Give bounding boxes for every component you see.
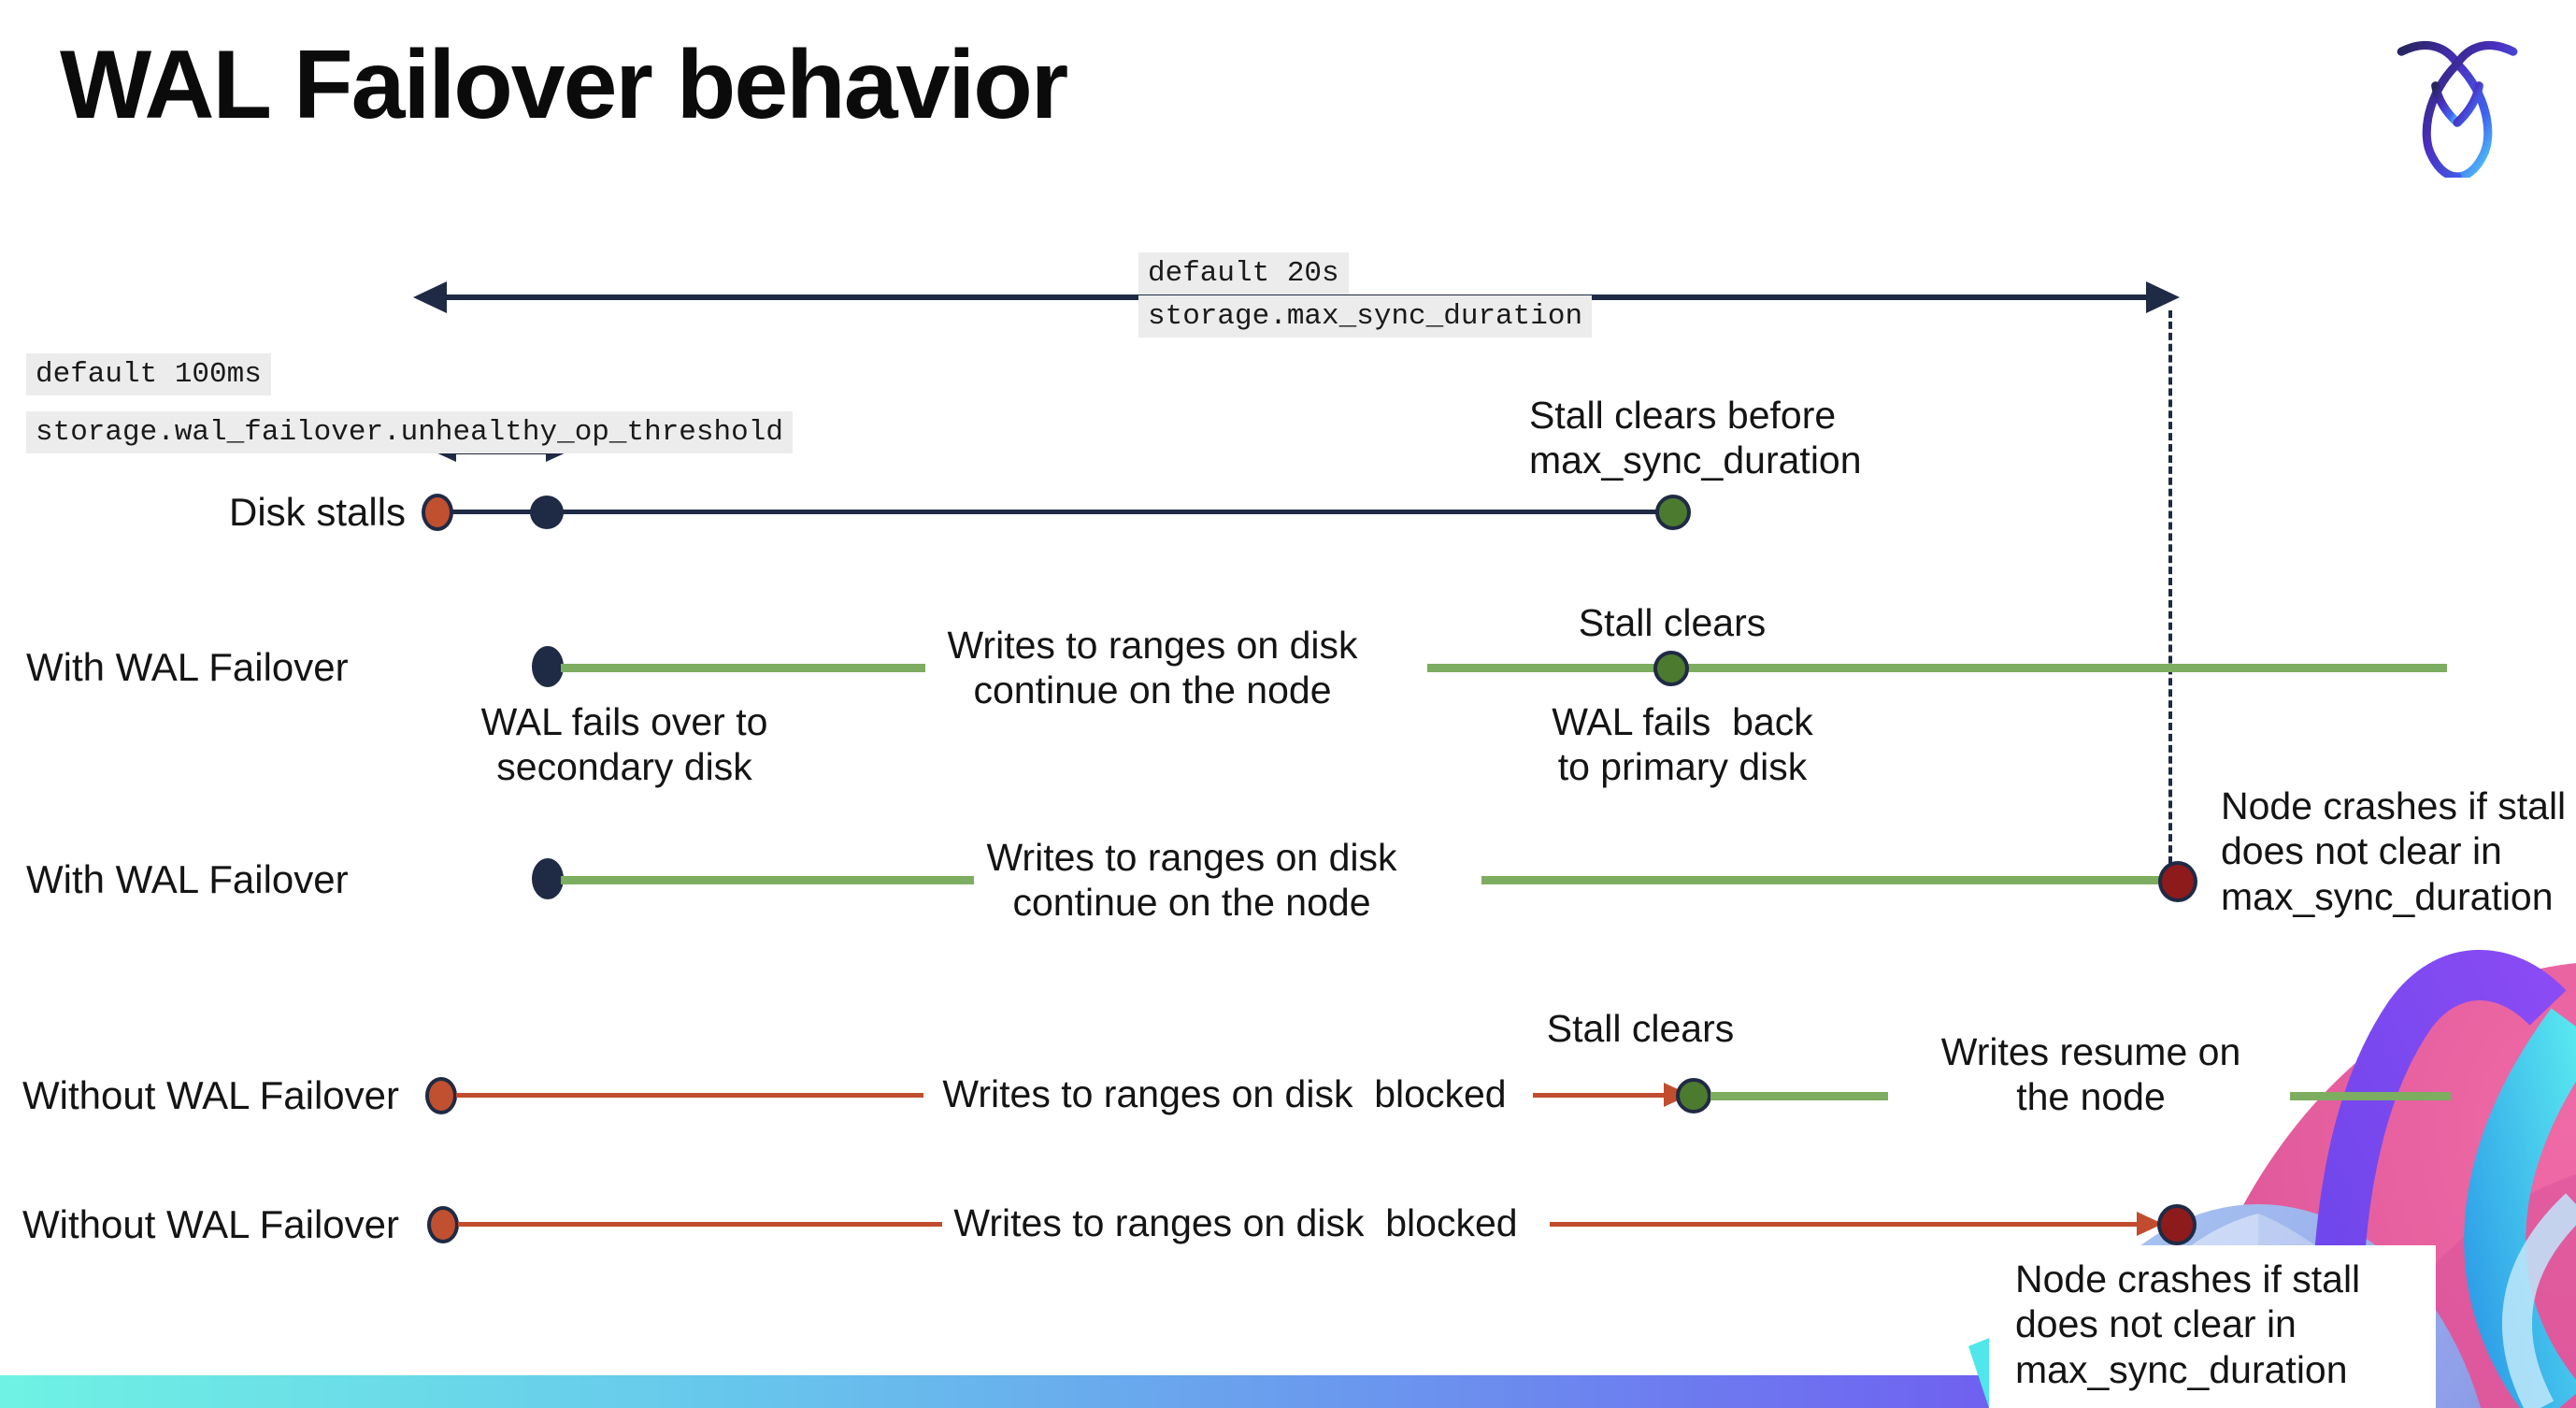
stall-clears-label-nofailover: Stall clears xyxy=(1546,1007,1735,1050)
writes-blocked-line-1b xyxy=(1533,1093,1666,1098)
stall-start-dot xyxy=(422,494,453,531)
stall-clears-dot-failover-1 xyxy=(1653,651,1689,686)
node-crash-note-nofailover: Node crashes if stall does not clear in … xyxy=(2015,1257,2361,1391)
writes-blocked-note-1: Writes to ranges on disk blocked xyxy=(942,1072,1507,1115)
writes-blocked-line-2a xyxy=(458,1222,942,1227)
writes-resume-note: Writes resume on the node xyxy=(1940,1030,2241,1119)
max-sync-default-label: default 20s xyxy=(1138,252,1349,295)
stall-clears-dot xyxy=(1655,495,1691,530)
failback-note: WAL fails back to primary disk xyxy=(1552,700,1813,789)
page-title: WAL Failover behavior xyxy=(60,31,1068,139)
failover-start-dot-1 xyxy=(532,646,564,687)
threshold-reached-dot xyxy=(530,496,564,529)
threshold-setting-label: storage.wal_failover.unhealthy_op_thresh… xyxy=(26,411,793,454)
writes-continue-line-2b xyxy=(1481,876,2164,884)
stall-clears-label-1: Stall clears xyxy=(1578,601,1767,644)
writes-continue-line-1b xyxy=(1427,664,2447,672)
row-label-disk-stalls: Disk stalls xyxy=(229,490,407,534)
failover-start-dot-2 xyxy=(532,858,564,899)
max-sync-setting-label: storage.max_sync_duration xyxy=(1138,295,1593,338)
node-crash-note-failover: Node crashes if stall does not clear in … xyxy=(2221,784,2567,918)
crash-note-background-box xyxy=(1989,1245,2436,1408)
writes-resume-line-b xyxy=(2290,1092,2451,1100)
node-crash-dot-nofailover xyxy=(2157,1204,2197,1245)
threshold-default-label: default 100ms xyxy=(26,353,271,396)
stall-clears-dot-nofailover xyxy=(1676,1078,1711,1113)
writes-blocked-note-2: Writes to ranges on disk blocked xyxy=(953,1201,1518,1244)
node-crash-dot-failover xyxy=(2158,861,2197,902)
writes-continue-line-2a xyxy=(561,876,974,884)
row-label-with-wal-failover-1: With WAL Failover xyxy=(26,645,349,689)
row-label-without-wal-failover-1: Without WAL Failover xyxy=(22,1073,399,1117)
stall-start-dot-nofailover-1 xyxy=(425,1077,457,1114)
row-label-without-wal-failover-2: Without WAL Failover xyxy=(22,1202,399,1246)
disk-stalls-timeline xyxy=(437,510,1673,514)
stall-start-dot-nofailover-2 xyxy=(427,1206,459,1243)
failover-note: WAL fails over to secondary disk xyxy=(480,700,768,789)
writes-blocked-line-2b xyxy=(1550,1222,2139,1227)
writes-continue-note-1: Writes to ranges on disk continue on the… xyxy=(947,624,1358,712)
row-label-with-wal-failover-2: With WAL Failover xyxy=(26,857,349,901)
stall-clears-before-note: Stall clears before max_sync_duration xyxy=(1529,394,1862,482)
writes-continue-note-2: Writes to ranges on disk continue on the… xyxy=(986,836,1397,925)
cockroachdb-logo-icon xyxy=(2397,40,2518,178)
writes-continue-line-1a xyxy=(561,664,925,672)
max-sync-deadline-dashed-line xyxy=(2168,310,2172,864)
writes-blocked-line-1a xyxy=(456,1093,923,1098)
arrowhead-right-icon xyxy=(2146,281,2180,313)
writes-resume-line-a xyxy=(1710,1092,1888,1100)
arrowhead-left-icon xyxy=(413,281,447,313)
